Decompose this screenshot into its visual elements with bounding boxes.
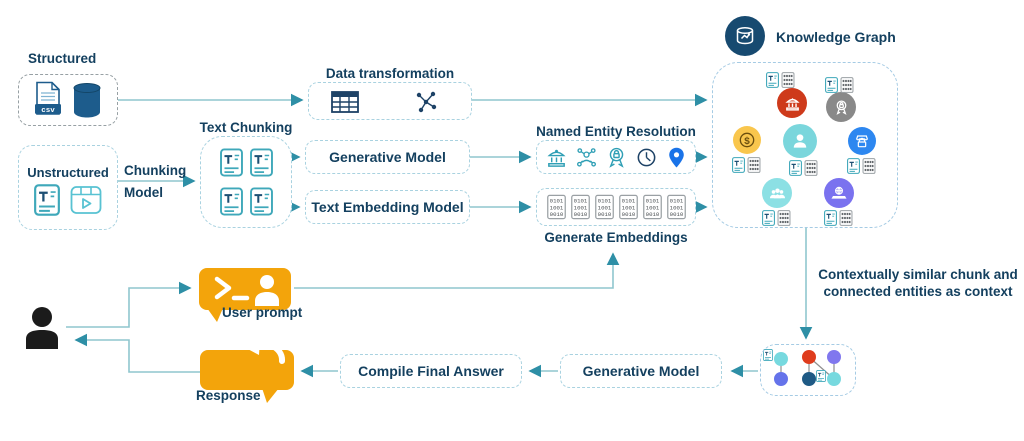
response-label: Response [196, 388, 261, 403]
context-graph-box [760, 344, 856, 396]
svg-text:0101: 0101 [573, 198, 587, 205]
binary-embedding-icon: 0101 1001 0010 [594, 194, 614, 220]
svg-text:0010: 0010 [645, 211, 659, 218]
named-entity-resolution-box [536, 140, 696, 174]
svg-text:0101: 0101 [621, 198, 635, 205]
kg-chunk-pair [847, 158, 876, 174]
unstructured-sources-box: Unstructured [18, 145, 118, 230]
csv-file-icon: csv [35, 81, 61, 115]
structured-label: Structured [28, 51, 97, 66]
svg-text:0101: 0101 [549, 198, 563, 205]
svg-text:1001: 1001 [597, 204, 611, 211]
binary-embedding-icon: 0101 1001 0010 [570, 194, 590, 220]
kg-node-technology [824, 178, 854, 208]
context-note-line1: Contextually similar chunk and [818, 267, 1018, 282]
kg-node-award [826, 92, 856, 122]
kg-chunk-pair [766, 72, 795, 88]
svg-text:0010: 0010 [621, 211, 635, 218]
database-icon [73, 83, 101, 118]
svg-text:1001: 1001 [669, 204, 683, 211]
kg-chunk-pair [824, 210, 853, 226]
structured-sources-box: csv [18, 74, 118, 126]
binary-embedding-icon: 0101 1001 0010 [546, 194, 566, 220]
text-embedding-model-box: Text Embedding Model [305, 190, 470, 224]
svg-text:$: $ [744, 136, 750, 148]
svg-text:1001: 1001 [621, 204, 635, 211]
user-prompt-label: User prompt [222, 305, 303, 320]
svg-text:0101: 0101 [669, 198, 683, 205]
unstructured-label: Unstructured [27, 165, 109, 180]
bank-icon [546, 149, 566, 167]
kg-chunk-pair [762, 210, 791, 226]
text-chunk-icon [220, 148, 243, 177]
knowledge-graph-icon [725, 16, 765, 56]
kg-chunk-pair [789, 160, 818, 176]
generate-embeddings-box: 0101 1001 0010 0101 1001 0010 0101 1001 … [536, 188, 696, 226]
compile-final-answer-box: Compile Final Answer [340, 354, 522, 388]
svg-text:1001: 1001 [573, 204, 587, 211]
text-chunk-icon [250, 148, 273, 177]
svg-text:0010: 0010 [549, 211, 563, 218]
binary-embedding-icon: 0101 1001 0010 [642, 194, 662, 220]
kg-node-person [783, 124, 817, 158]
svg-text:1001: 1001 [645, 204, 659, 211]
text-embedding-model-label: Text Embedding Model [311, 199, 464, 215]
kg-node-government [777, 88, 807, 118]
kg-node-finance: $ [733, 126, 761, 154]
chunking-model-label-line2: Model [124, 185, 163, 200]
svg-text:0101: 0101 [645, 198, 659, 205]
text-chunk-icon [220, 187, 243, 216]
context-note-line2: connected entities as context [823, 284, 1013, 299]
kg-chunk-pair [825, 77, 854, 93]
generative-model-box-bottom: Generative Model [560, 354, 722, 388]
graph-transform-icon [416, 91, 437, 113]
generative-model-label-bottom: Generative Model [582, 363, 700, 379]
clock-icon [637, 148, 655, 166]
generative-model-box-top: Generative Model [305, 140, 470, 174]
svg-text:0010: 0010 [669, 211, 683, 218]
svg-text:csv: csv [41, 107, 55, 115]
award-lock-icon [608, 147, 624, 168]
binary-embedding-icon: 0101 1001 0010 [618, 194, 638, 220]
reply-bubble-icon [200, 339, 294, 403]
binary-embedding-icon: 0101 1001 0010 [666, 194, 686, 220]
context-note: Contextually similar chunk and connected… [815, 266, 1021, 300]
chunking-model-label-line1: Chunking [124, 163, 187, 178]
entity-network-icon [576, 147, 596, 167]
named-entity-resolution-label: Named Entity Resolution [536, 124, 696, 139]
mini-graph-icon [763, 349, 841, 386]
video-icon [70, 186, 102, 214]
svg-text:1001: 1001 [549, 204, 563, 211]
terminal-prompt-bubble-icon [199, 268, 291, 322]
text-chunking-box [200, 136, 292, 228]
kg-node-store [848, 127, 876, 155]
text-chunking-label: Text Chunking [199, 120, 293, 135]
data-transformation-box [308, 82, 472, 120]
generative-model-label-top: Generative Model [329, 149, 446, 165]
compile-final-answer-label: Compile Final Answer [358, 363, 504, 379]
svg-text:0010: 0010 [597, 211, 611, 218]
text-document-icon [34, 184, 60, 216]
svg-text:0010: 0010 [573, 211, 587, 218]
kg-node-people [762, 178, 792, 208]
table-icon [331, 91, 359, 113]
data-transformation-label: Data transformation [325, 66, 455, 81]
kg-chunk-pair [732, 157, 761, 173]
user-silhouette-icon [26, 307, 58, 349]
location-pin-icon [668, 147, 684, 168]
text-chunk-icon [250, 187, 273, 216]
knowledge-graph-title: Knowledge Graph [776, 29, 896, 45]
svg-text:0101: 0101 [597, 198, 611, 205]
generate-embeddings-label: Generate Embeddings [544, 230, 688, 245]
